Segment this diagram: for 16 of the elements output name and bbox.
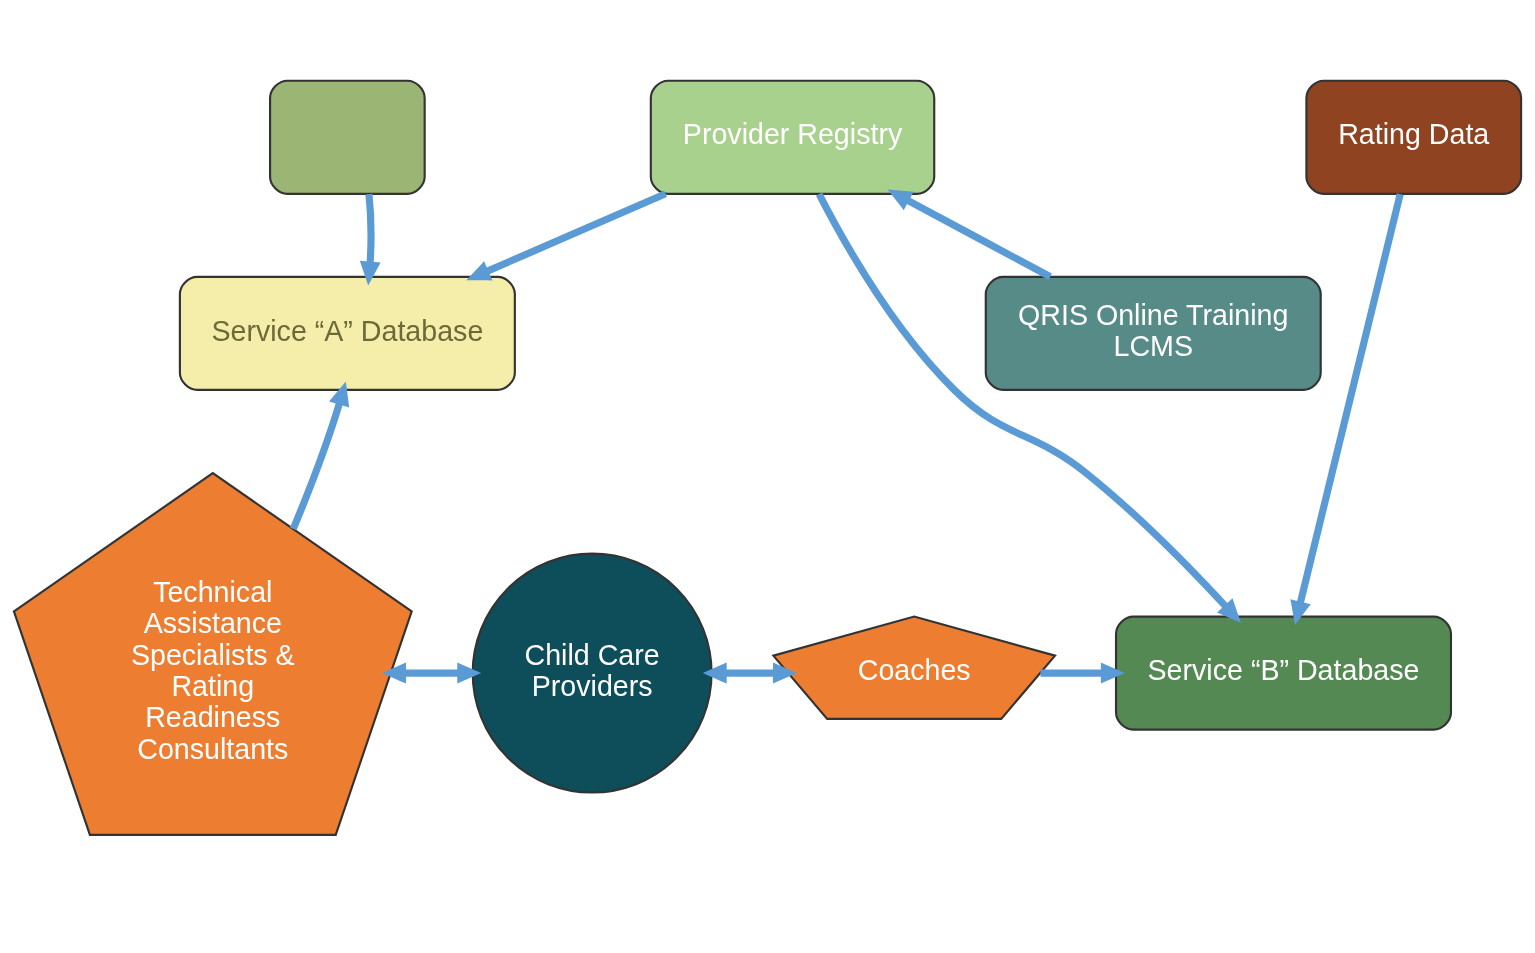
node-circle: Child Care Providers <box>471 552 713 794</box>
arrow <box>887 189 1052 280</box>
node-box: Service “B” Database <box>1114 614 1453 731</box>
arrow <box>815 191 1241 623</box>
node-box: Provider Registry <box>649 79 936 195</box>
arrow <box>466 190 667 280</box>
arrow <box>289 381 350 530</box>
arrow <box>702 662 797 684</box>
node-box <box>269 79 426 195</box>
arrow <box>359 193 381 285</box>
node-box: Rating Data <box>1305 79 1523 195</box>
node-box: Service “A” Database <box>178 275 516 391</box>
arrow <box>1040 662 1125 684</box>
node-box: QRIS Online Training LCMS <box>984 275 1322 391</box>
arrow <box>382 662 482 684</box>
arrow <box>1290 192 1404 625</box>
